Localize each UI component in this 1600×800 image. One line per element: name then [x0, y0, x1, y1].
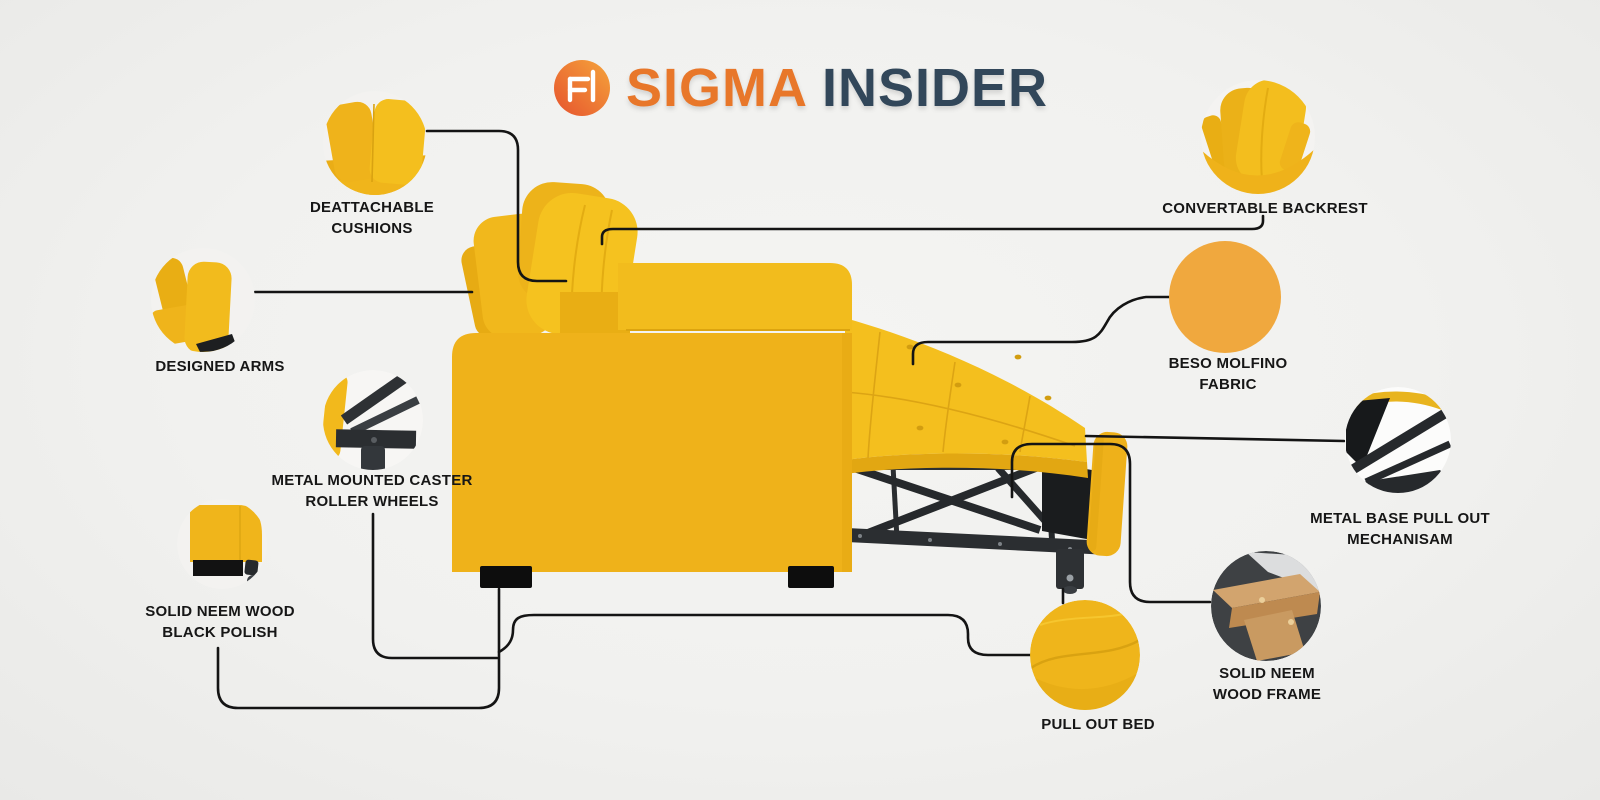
mattress-end-cap [1086, 431, 1128, 557]
chair-logo-icon [553, 60, 610, 116]
pull-out-mattress [844, 318, 1128, 557]
tuft-buttons [906, 344, 1052, 445]
label-designed-arms: DESIGNED ARMS [155, 356, 284, 377]
metal-frame [826, 460, 1110, 594]
label-line: CUSHIONS [331, 220, 413, 237]
label-beso-molfino-fabric: BESO MOLFINO FABRIC [1169, 353, 1288, 395]
label-caster-wheels: METAL MOUNTED CASTER ROLLER WHEELS [271, 470, 472, 512]
label-pull-out-bed: PULL OUT BED [1041, 714, 1155, 735]
label-line: ROLLER WHEELS [305, 493, 439, 510]
label-line: SOLID NEEM [1219, 665, 1315, 682]
designed-arms-thumbnail [151, 248, 255, 352]
label-black-polish: SOLID NEEM WOOD BLACK POLISH [145, 601, 295, 643]
black-polish-thumbnail [177, 499, 267, 589]
armrest [618, 263, 852, 331]
title-suffix: INSIDER [821, 58, 1049, 118]
connector-pull-out-bed [497, 613, 1033, 657]
pull-out-mechanism-thumbnail [1345, 387, 1451, 493]
logo-chair-glyph [567, 69, 596, 103]
label-line: BESO MOLFINO [1168, 355, 1288, 372]
label-line: PULL OUT BED [1041, 716, 1155, 733]
backrest-thumbnail [1201, 80, 1315, 194]
caster-wheels-thumbnail [323, 370, 423, 470]
title-brand: SIGMA [625, 58, 808, 118]
pull-out-bed-thumbnail [1030, 600, 1140, 710]
label-wood-frame: SOLID NEEM WOOD FRAME [1213, 663, 1321, 705]
connector-lines [216, 129, 1346, 710]
label-line: BLACK POLISH [162, 624, 278, 641]
label-line: SOLID NEEM WOOD [145, 603, 295, 620]
connector-caster-wheels [371, 512, 499, 660]
wood-frame-thumbnail [1211, 551, 1321, 661]
fabric-swatch-thumbnail [1169, 241, 1281, 353]
label-convertable-backrest: CONVERTABLE BACKREST [1162, 198, 1368, 219]
sofa-bed-illustration [452, 182, 1128, 594]
label-line: CONVERTABLE BACKREST [1162, 200, 1368, 217]
connector-wood-frame [1010, 442, 1212, 604]
frame-caster-leg [1056, 549, 1084, 594]
sofa-legs [480, 566, 834, 588]
connector-deattachable-cushions [425, 129, 568, 283]
label-line: MECHANISAM [1347, 531, 1453, 548]
sofa-side-panel [452, 333, 852, 572]
mattress-seams [844, 331, 1076, 459]
connector-black-polish [216, 587, 501, 710]
deattachable-cushions-thumbnail [323, 91, 427, 195]
label-line: FABRIC [1199, 376, 1257, 393]
connector-fabric [911, 295, 1171, 366]
label-line: METAL BASE PULL OUT [1310, 510, 1490, 527]
label-deattachable-cushions: DEATTACHABLE CUSHIONS [310, 197, 434, 239]
label-line: DESIGNED ARMS [155, 358, 285, 375]
label-line: DEATTACHABLE [309, 199, 435, 216]
connector-pull-out-mechanism [1084, 434, 1346, 443]
connector-backrest [600, 214, 1265, 246]
label-line: WOOD FRAME [1212, 686, 1322, 703]
label-pull-out-mechanism: METAL BASE PULL OUT MECHANISAM [1310, 508, 1490, 550]
label-line: METAL MOUNTED CASTER [271, 472, 473, 489]
back-cushions [461, 182, 638, 340]
